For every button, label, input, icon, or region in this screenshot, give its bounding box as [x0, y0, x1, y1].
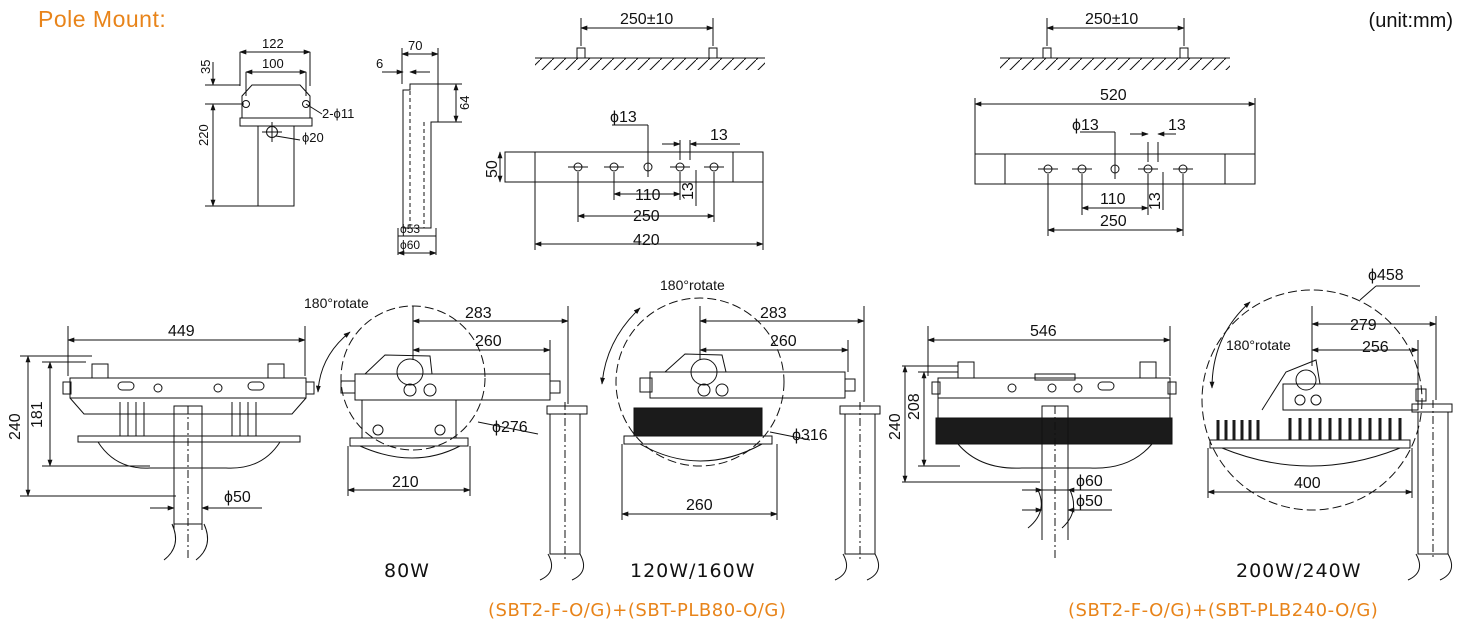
al-offset: 13 [1168, 117, 1186, 134]
l80-height: 240 [7, 413, 24, 440]
bf-top: 35 [198, 60, 213, 74]
r80-circle: ϕ276 [492, 419, 528, 436]
r200-len-b: 256 [1362, 339, 1389, 356]
caption-80w: 80W [384, 560, 430, 582]
bs-height: 64 [457, 96, 472, 110]
al-pitch: 110 [1100, 191, 1126, 208]
r120-circle: ϕ316 [792, 427, 828, 444]
l200-pole-inner: ϕ50 [1076, 493, 1103, 510]
al-span: 250 [1100, 213, 1127, 230]
as-vertical: 13 [680, 182, 697, 200]
bracket-front-view [205, 49, 323, 207]
caption-120w-160w: 120W/160W [630, 560, 756, 582]
as-pitch: 110 [635, 187, 661, 204]
r80-len-b: 260 [475, 333, 502, 350]
l200-inner-height: 208 [906, 393, 923, 420]
bf-width-inner: 100 [262, 56, 284, 71]
al-vertical: 13 [1147, 192, 1164, 210]
r120-rotate-label: 180°rotate [660, 277, 725, 293]
l200-height: 240 [887, 413, 904, 440]
al-hole: ϕ13 [1072, 117, 1099, 134]
caption-200w-240w: 200W/240W [1236, 560, 1362, 582]
luminaire-200w-rotate [1201, 285, 1453, 581]
bracket-side-view [382, 48, 462, 256]
model-label-240: (SBT2-F-O/G)+(SBT-PLB240-O/G) [1068, 600, 1379, 621]
luminaire-80w-front [20, 326, 315, 561]
as-total: 420 [633, 232, 660, 249]
luminaire-200w-front [902, 326, 1177, 560]
r200-len-a: 279 [1350, 317, 1377, 334]
bs-width: 70 [408, 38, 422, 53]
as-offset: 13 [710, 127, 728, 144]
arm-large-view [974, 18, 1256, 236]
arm-small-holes [568, 157, 724, 177]
l80-pole: ϕ50 [224, 489, 251, 506]
r80-rotate-label: 180°rotate [304, 295, 369, 311]
l200-pole-outer: ϕ60 [1076, 473, 1103, 490]
bs-thickness: 6 [376, 56, 383, 71]
arm-small-view [497, 18, 765, 250]
al-total: 520 [1100, 87, 1127, 104]
bf-center-hole: ϕ20 [302, 130, 324, 145]
as-hole: ϕ13 [610, 109, 637, 126]
r80-base: 210 [392, 474, 419, 491]
r200-base: 400 [1294, 475, 1321, 492]
r120-len-b: 260 [770, 333, 797, 350]
al-bolt-spacing: 250±10 [1085, 11, 1138, 28]
bs-inner-dia: ϕ53 [400, 222, 420, 236]
as-bolt-spacing: 250±10 [620, 11, 673, 28]
r120-base: 260 [686, 497, 713, 514]
page-title: Pole Mount: [38, 6, 167, 32]
luminaire-120w-rotate [600, 297, 881, 581]
bs-outer-dia: ϕ60 [400, 238, 420, 252]
l200-width: 546 [1030, 323, 1057, 340]
l80-width: 449 [168, 323, 195, 340]
bf-height: 220 [196, 124, 211, 146]
unit-label: (unit:mm) [1368, 10, 1453, 32]
bf-width-outer: 122 [262, 36, 284, 51]
r120-len-a: 283 [760, 305, 787, 322]
r80-len-a: 283 [465, 305, 492, 322]
model-label-80: (SBT2-F-O/G)+(SBT-PLB80-O/G) [488, 600, 787, 621]
as-height: 50 [484, 160, 501, 178]
as-span: 250 [633, 208, 660, 225]
r200-rotate-label: 180°rotate [1226, 337, 1291, 353]
bf-holes: 2-ϕ11 [322, 106, 354, 121]
r200-circle: ϕ458 [1368, 267, 1404, 284]
l80-inner-height: 181 [29, 401, 46, 428]
luminaire-80w-rotate [315, 305, 588, 581]
